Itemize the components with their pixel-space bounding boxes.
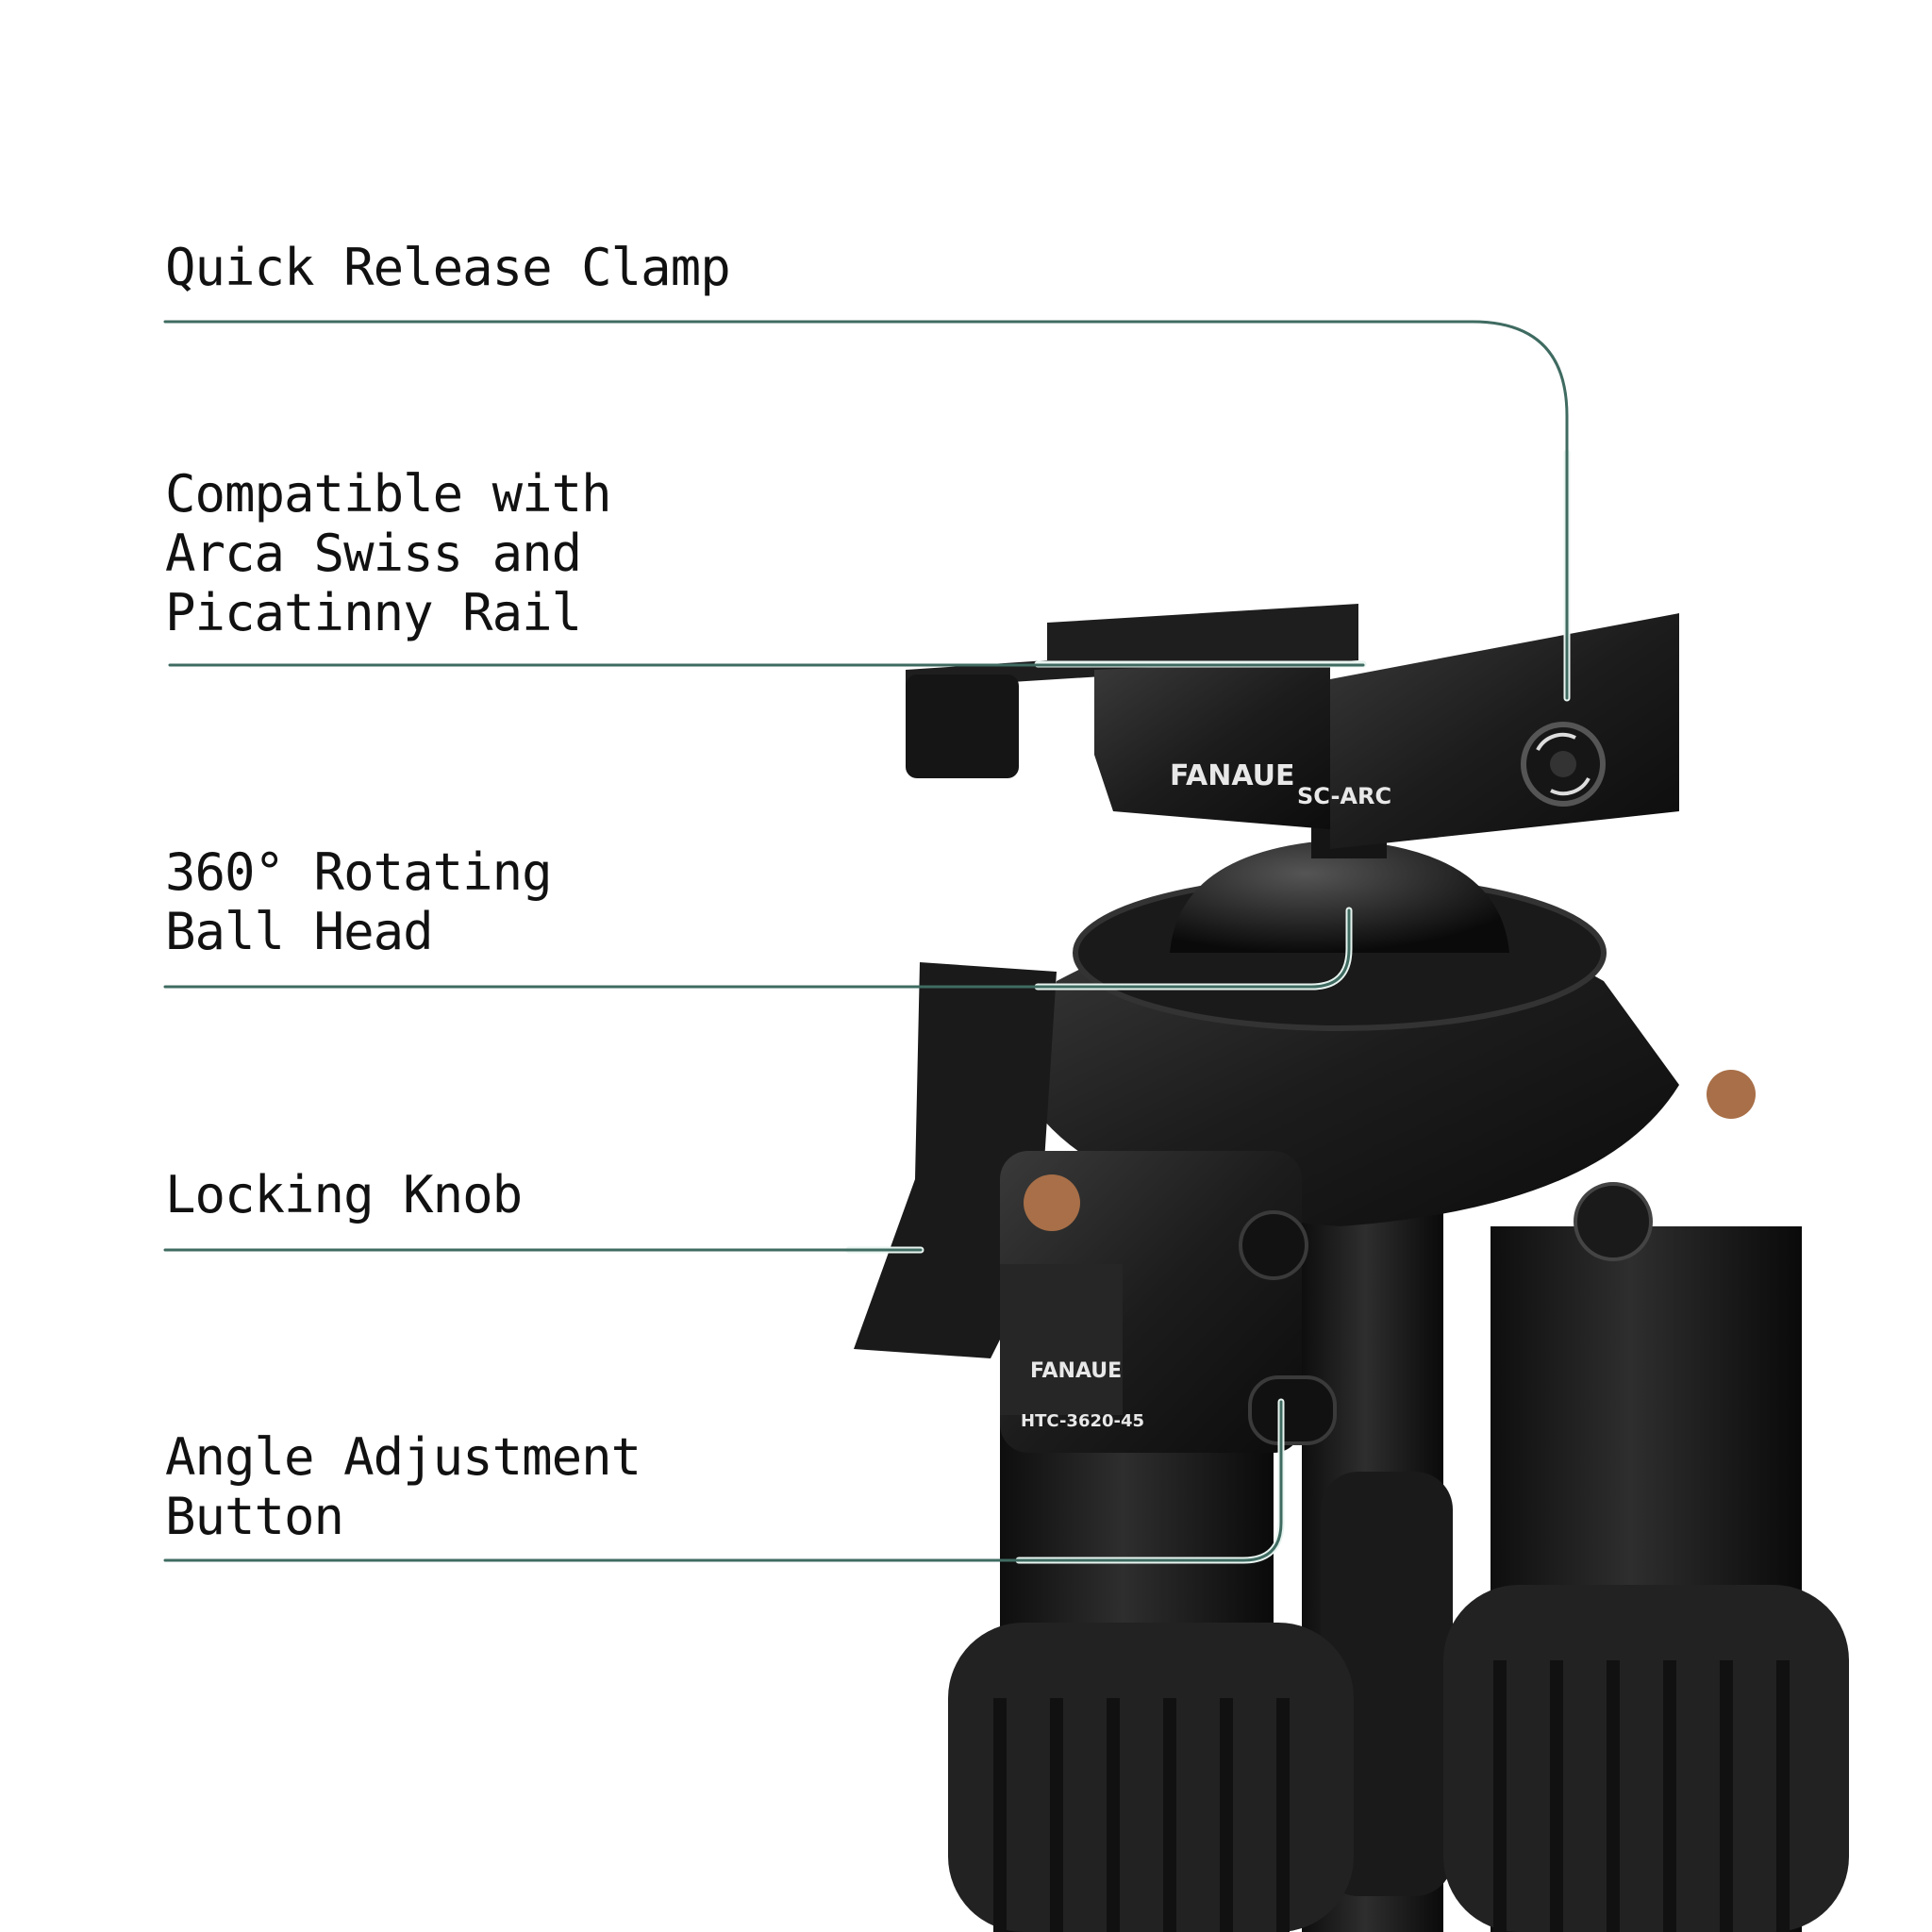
leader-line-quick-release [163,320,1569,700]
callout-ball-head: 360° Rotating Ball Head [165,842,553,961]
callout-compatibility: Compatible with Arca Swiss and Picatinny… [165,464,612,642]
callout-quick-release-clamp: Quick Release Clamp [165,238,731,297]
callout-locking-knob: Locking Knob [165,1165,523,1224]
clamp-brand: FANAUE [1170,759,1295,792]
leader-line-ball-head [163,908,1351,989]
leg-brand: FANAUE [1030,1359,1122,1383]
leader-line-angle-button [163,1400,1283,1562]
clamp-model: SC-ARC [1297,783,1391,809]
leg-model: HTC-3620-45 [1021,1411,1144,1431]
callout-angle-button: Angle Adjustment Button [165,1427,641,1546]
